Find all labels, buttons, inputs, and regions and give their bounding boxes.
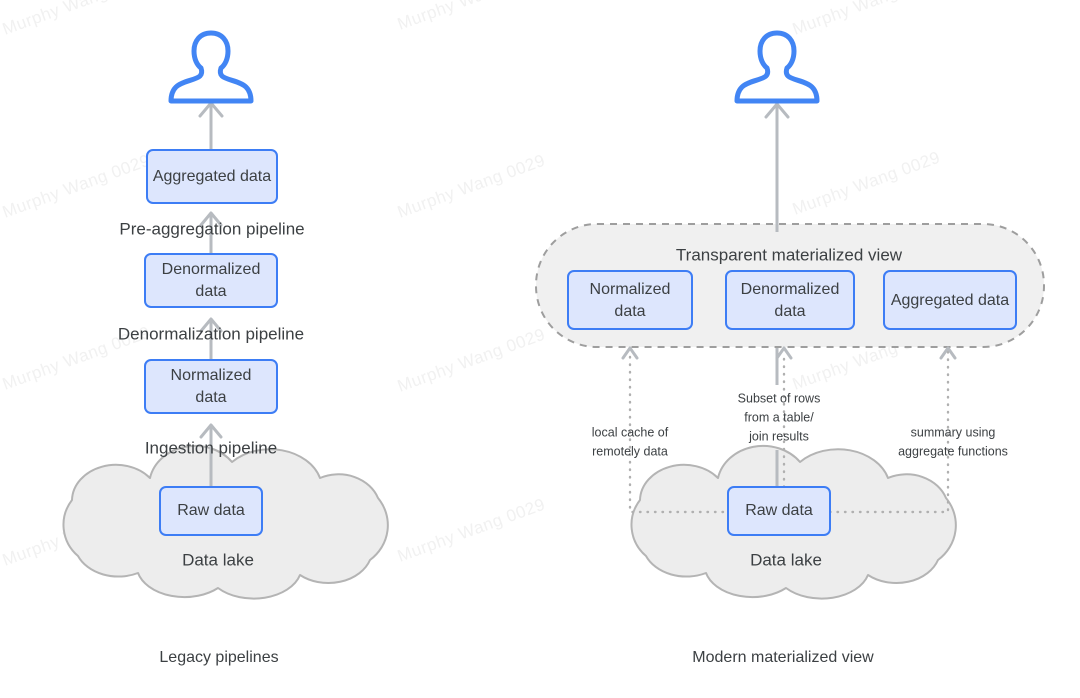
left-node-normalized-data[interactable] [144, 359, 278, 414]
left-node-label-denormalized-line1: Denormalized [162, 261, 261, 278]
left-node-label-normalized-line2: data [195, 389, 226, 406]
left-node-aggregated-data[interactable] [146, 149, 278, 204]
right-dotted-path-local-cache [621, 346, 770, 514]
right-annotation-subset-line3: join results [748, 429, 809, 443]
right-node-denormalized-data[interactable] [725, 270, 855, 330]
left-consumer-person-icon [168, 30, 254, 104]
right-dotted-path-subset-of-rows [775, 346, 793, 489]
left-pipeline-label-ingestion: Ingestion pipeline [145, 438, 277, 457]
right-node-label-normalized-line2: data [614, 303, 645, 320]
right-node-label-denormalized-line1: Denormalized [741, 281, 840, 298]
right-node-label-aggregated: Aggregated data [891, 292, 1009, 309]
left-panel-caption: Legacy pipelines [159, 649, 278, 666]
right-annotation-summary-line1: summary using [911, 425, 996, 439]
right-node-normalized-data[interactable] [567, 270, 693, 330]
right-node-raw-data[interactable] [727, 486, 831, 536]
right-annotation-subset-line1: Subset of rows [738, 391, 821, 405]
right-panel-caption: Modern materialized view [692, 649, 874, 666]
left-node-raw-data[interactable] [159, 486, 263, 536]
left-arrow-denormalization [199, 317, 223, 362]
left-node-label-raw-data: Raw data [177, 502, 245, 519]
right-annotation-local-cache-line1: local cache of [592, 425, 669, 439]
right-arrow-to-consumer [764, 102, 790, 232]
right-cloud-label-data-lake: Data lake [750, 550, 822, 569]
right-annotation-local-cache-line2: remotely data [592, 444, 668, 458]
right-annotation-subset-line2: from a table/ [744, 410, 814, 424]
right-container-title: Transparent materialized view [676, 245, 903, 264]
left-arrow-pre-aggregation [199, 211, 223, 256]
left-node-label-aggregated: Aggregated data [153, 168, 271, 185]
left-pipeline-label-pre-aggregation: Pre-aggregation pipeline [119, 219, 304, 238]
left-cloud-label-data-lake: Data lake [182, 550, 254, 569]
left-node-label-denormalized-line2: data [195, 283, 226, 300]
left-node-denormalized-data[interactable] [144, 253, 278, 308]
right-dotted-path-summary-aggregate [798, 346, 957, 514]
right-node-label-denormalized-line2: data [774, 303, 805, 320]
left-node-label-normalized-line1: Normalized [171, 367, 252, 384]
right-node-aggregated-data[interactable] [883, 270, 1017, 330]
right-annotation-summary-line2: aggregate functions [898, 444, 1008, 458]
left-pipeline-label-denormalization: Denormalization pipeline [118, 324, 304, 343]
right-consumer-person-icon [734, 30, 820, 104]
right-node-label-normalized-line1: Normalized [590, 281, 671, 298]
right-node-label-raw-data: Raw data [745, 502, 813, 519]
